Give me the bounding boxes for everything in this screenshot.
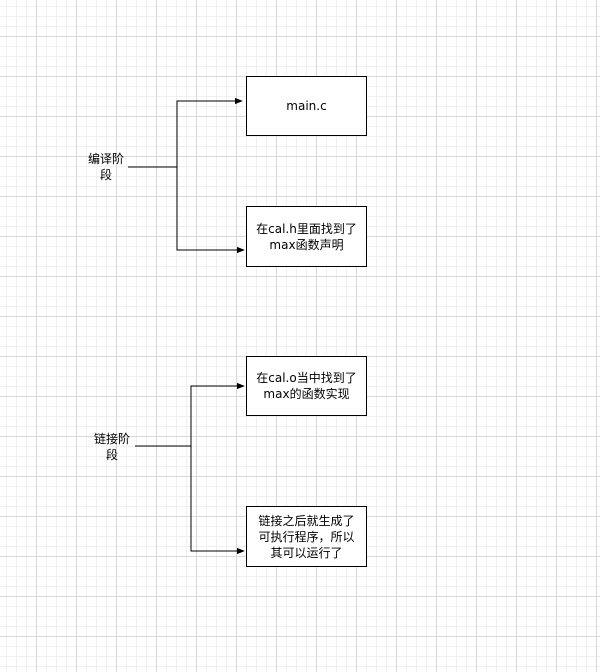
connector-link-trunk <box>135 382 245 447</box>
node-object-implementation[interactable]: 在cal.o当中找到了max的函数实现 <box>246 356 367 416</box>
node-object-implementation-text: 在cal.o当中找到了max的函数实现 <box>256 371 357 401</box>
link-stage-label: 链接阶段 <box>94 432 131 462</box>
connector-compile-trunk <box>128 97 243 168</box>
compile-stage-label: 编译阶段 <box>87 152 124 182</box>
node-header-declaration-text: 在cal.h里面找到了max函数声明 <box>256 221 357 252</box>
connector-compile-to-header <box>176 167 245 254</box>
connector-link-to-exe <box>190 446 245 555</box>
node-main-c[interactable]: main.c <box>246 76 367 136</box>
node-header-declaration[interactable]: 在cal.h里面找到了max函数声明 <box>246 206 367 267</box>
node-main-c-text: main.c <box>286 99 327 113</box>
node-executable[interactable]: 链接之后就生成了可执行程序，所以其可以运行了 <box>246 506 367 567</box>
node-executable-text: 链接之后就生成了可执行程序，所以其可以运行了 <box>258 513 355 560</box>
